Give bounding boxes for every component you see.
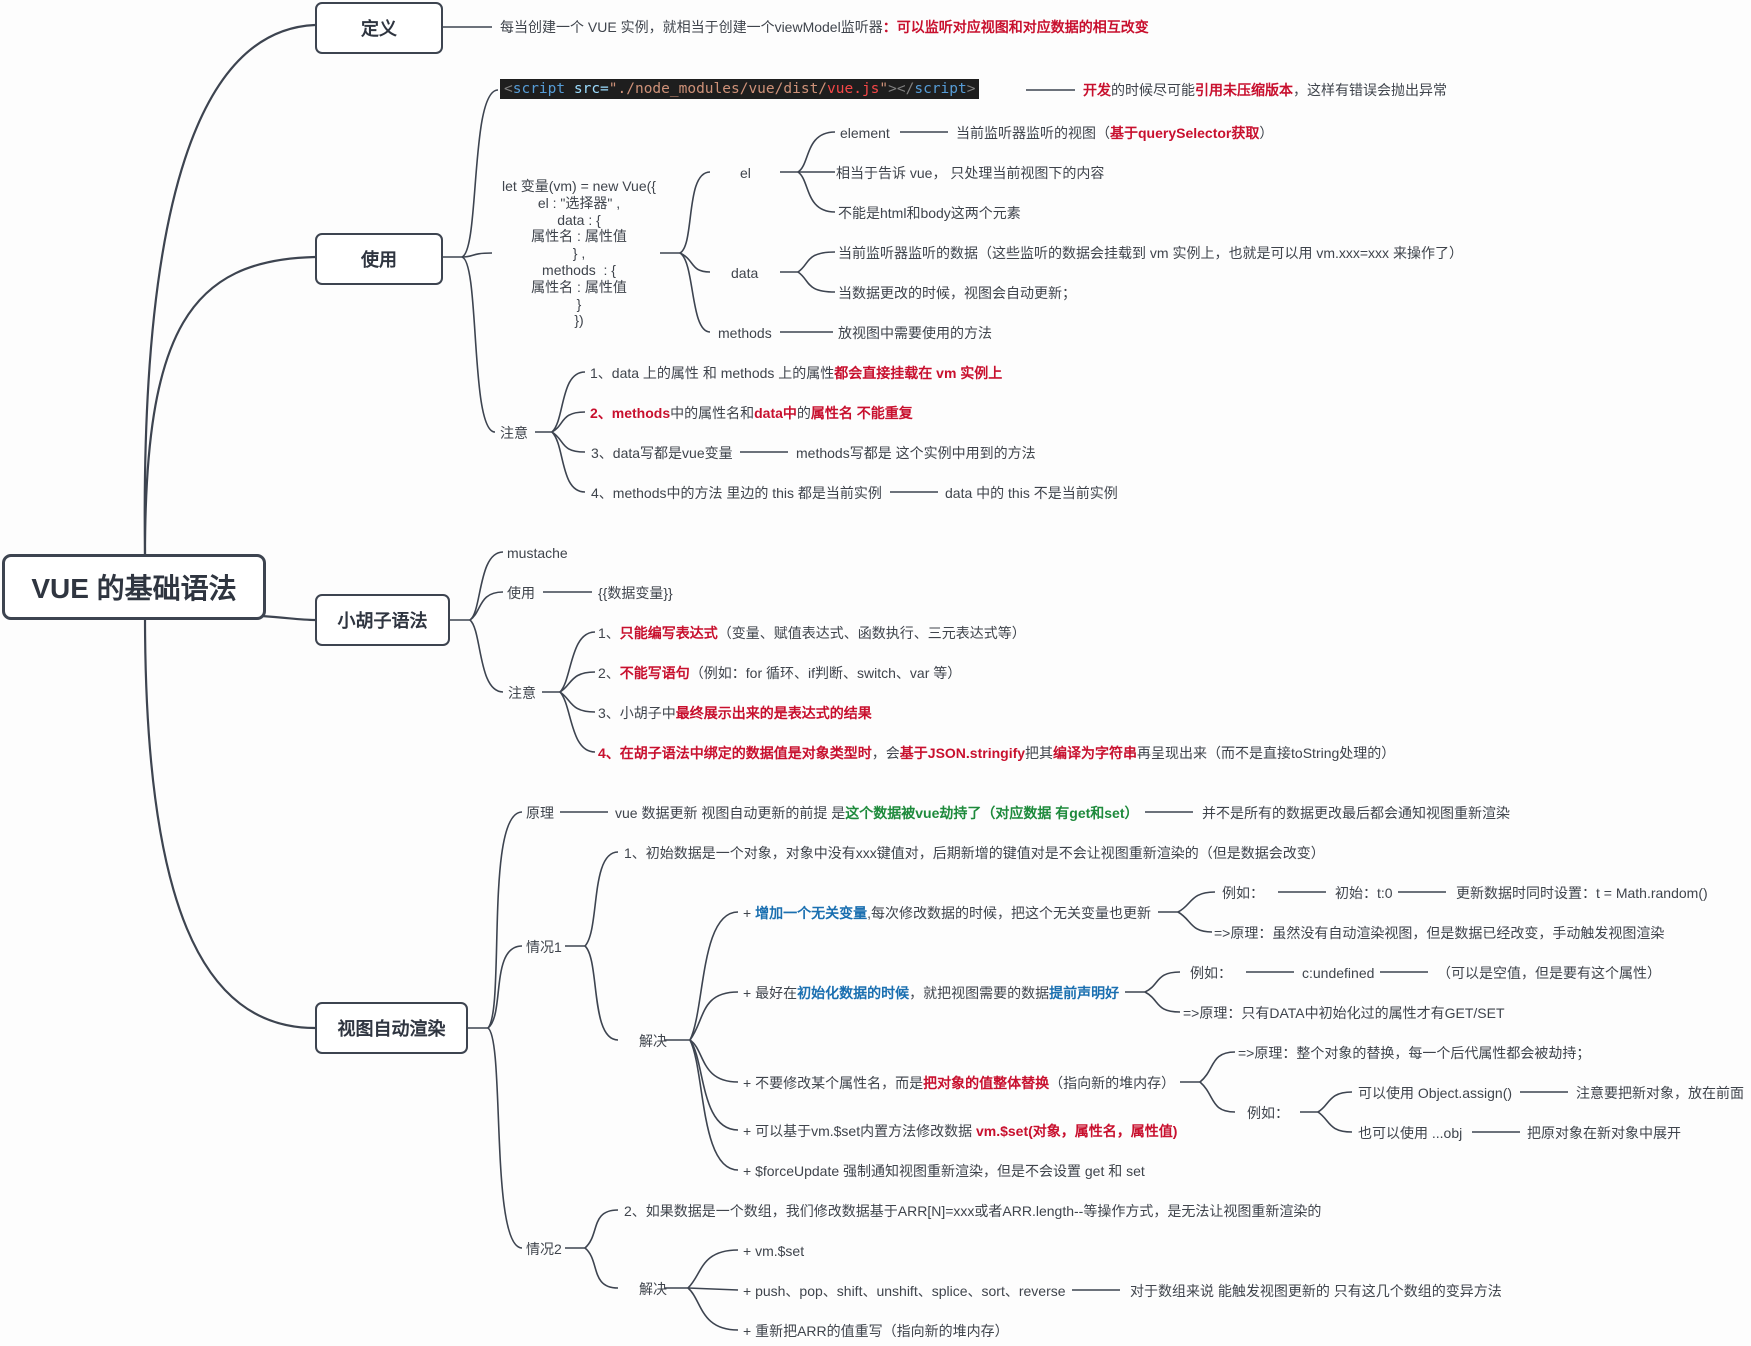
usage-note-1: 1、data 上的属性 和 methods 上的属性都会直接挂载在 vm 实例上 (590, 365, 1003, 381)
solution-3-example-1-extra: 注意要把新对象，放在前面 (1576, 1085, 1744, 1101)
case2-label: 情况2 (526, 1241, 562, 1257)
usage-note-3: 3、data写都是vue变量 (591, 445, 733, 461)
array-solution-2: + push、pop、shift、unshift、splice、sort、rev… (743, 1283, 1066, 1299)
solution-3-example-2: 也可以使用 ...obj (1358, 1125, 1463, 1141)
mustache-note-label: 注意 (508, 685, 536, 701)
array-solution-3: + 重新把ARR的值重写（指向新的堆内存） (743, 1323, 1009, 1339)
array-solution-2-extra: 对于数组来说 能触发视图更新的 只有这几个数组的变异方法 (1130, 1283, 1502, 1299)
solution-2-example-2: （可以是空值，但是要有这个属性） (1437, 965, 1661, 981)
case1-solve-label: 解决 (639, 1033, 667, 1049)
usage-note-4: 4、methods中的方法 里边的 this 都是当前实例 (591, 485, 882, 501)
mustache-term: mustache (507, 545, 568, 561)
data-desc2: 当数据更改的时候，视图会自动更新； (838, 285, 1076, 301)
methods-label: methods (718, 325, 772, 341)
node-mustache: 小胡子语法 (315, 594, 450, 646)
node-definition: 定义 (315, 2, 443, 54)
solution-3-example-2-extra: 把原对象在新对象中展开 (1527, 1125, 1681, 1141)
data-desc1: 当前监听器监听的数据（这些监听的数据会挂载到 vm 实例上，也就是可以用 vm.… (838, 245, 1463, 261)
mustache-use-label: 使用 (507, 585, 535, 601)
root-node: VUE 的基础语法 (2, 554, 266, 620)
solution-3-example-1: 可以使用 Object.assign() (1358, 1085, 1513, 1101)
usage-note-2: 2、methods中的属性名和data中的属性名 不能重复 (590, 405, 913, 421)
principle-text: vue 数据更新 视图自动更新的前提 是这个数据被vue劫持了（对应数据 有ge… (615, 805, 1139, 821)
solution-5: + $forceUpdate 强制通知视图重新渲染，但是不会设置 get 和 s… (743, 1163, 1145, 1179)
mustache-note-2: 2、不能写语句（例如：for 循环、if判断、switch、var 等） (598, 665, 962, 681)
code-note: 开发的时候尽可能引用未压缩版本，这样有错误会抛出异常 (1083, 82, 1447, 98)
solution-1-example-label: 例如： (1222, 885, 1264, 901)
principle-extra: 并不是所有的数据更改最后都会通知视图重新渲染 (1202, 805, 1510, 821)
solution-2-principle: =>原理：只有DATA中初始化过的属性才有GET/SET (1183, 1005, 1505, 1021)
node-auto-render: 视图自动渲染 (315, 1002, 468, 1054)
mustache-use-syntax: {{数据变量}} (598, 585, 673, 601)
methods-desc: 放视图中需要使用的方法 (838, 325, 992, 341)
vue-instance-snippet: let 变量(vm) = new Vue({ el : "选择器" , data… (502, 178, 656, 329)
solution-1-example-1: 初始：t:0 (1335, 885, 1393, 901)
array-solution-1: + vm.$set (743, 1243, 805, 1259)
element-desc: 当前监听器监听的视图（基于querySelector获取） (956, 125, 1274, 141)
script-code-snippet: <script src="./node_modules/vue/dist/vue… (500, 79, 980, 99)
solution-2-example-1: c:undefined (1302, 965, 1375, 981)
solution-2-example-label: 例如： (1190, 965, 1232, 981)
mustache-note-4: 4、在胡子语法中绑定的数据值是对象类型时，会基于JSON.stringify把其… (598, 745, 1396, 761)
solution-4: + 可以基于vm.$set内置方法修改数据 vm.$set(对象，属性名，属性值… (743, 1123, 1178, 1139)
node-usage: 使用 (315, 233, 443, 285)
solution-3-principle: =>原理：整个对象的替换，每一个后代属性都会被劫持； (1238, 1045, 1591, 1061)
case1-label: 情况1 (526, 939, 562, 955)
el-no-html: 不能是html和body这两个元素 (838, 205, 1021, 221)
case2-solve-label: 解决 (639, 1281, 667, 1297)
el-tell: 相当于告诉 vue， 只处理当前视图下的内容 (836, 165, 1105, 181)
usage-notes-label: 注意 (500, 425, 528, 441)
solution-1-example-2: 更新数据时同时设置：t = Math.random() (1456, 885, 1708, 901)
solution-3: + 不要修改某个属性名，而是把对象的值整体替换（指向新的堆内存） (743, 1075, 1176, 1091)
solution-2: + 最好在初始化数据的时候，就把视图需要的数据提前声明好 (743, 985, 1120, 1001)
mustache-note-1: 1、只能编写表达式（变量、赋值表达式、函数执行、三元表达式等） (598, 625, 1026, 641)
data-label: data (731, 265, 759, 281)
solution-1-principle: =>原理：虽然没有自动渲染视图，但是数据已经改变，手动触发视图渲染 (1214, 925, 1665, 941)
case2-desc: 2、如果数据是一个数组，我们修改数据基于ARR[N]=xxx或者ARR.leng… (624, 1203, 1322, 1219)
solution-1: + 增加一个无关变量,每次修改数据的时候，把这个无关变量也更新 (743, 905, 1151, 921)
usage-note-3-extra: methods写都是 这个实例中用到的方法 (796, 445, 1036, 461)
mustache-note-3: 3、小胡子中最终展示出来的是表达式的结果 (598, 705, 872, 721)
case1-desc: 1、初始数据是一个对象，对象中没有xxx键值对，后期新增的键值对是不会让视图重新… (624, 845, 1325, 861)
usage-note-4-extra: data 中的 this 不是当前实例 (945, 485, 1118, 501)
el-label: el (740, 165, 751, 181)
definition-text: 每当创建一个 VUE 实例，就相当于创建一个viewModel监听器：可以监听对… (500, 19, 1149, 35)
element-label: element (840, 125, 890, 141)
solution-3-example-label: 例如： (1247, 1105, 1289, 1121)
principle-label: 原理 (526, 805, 554, 821)
